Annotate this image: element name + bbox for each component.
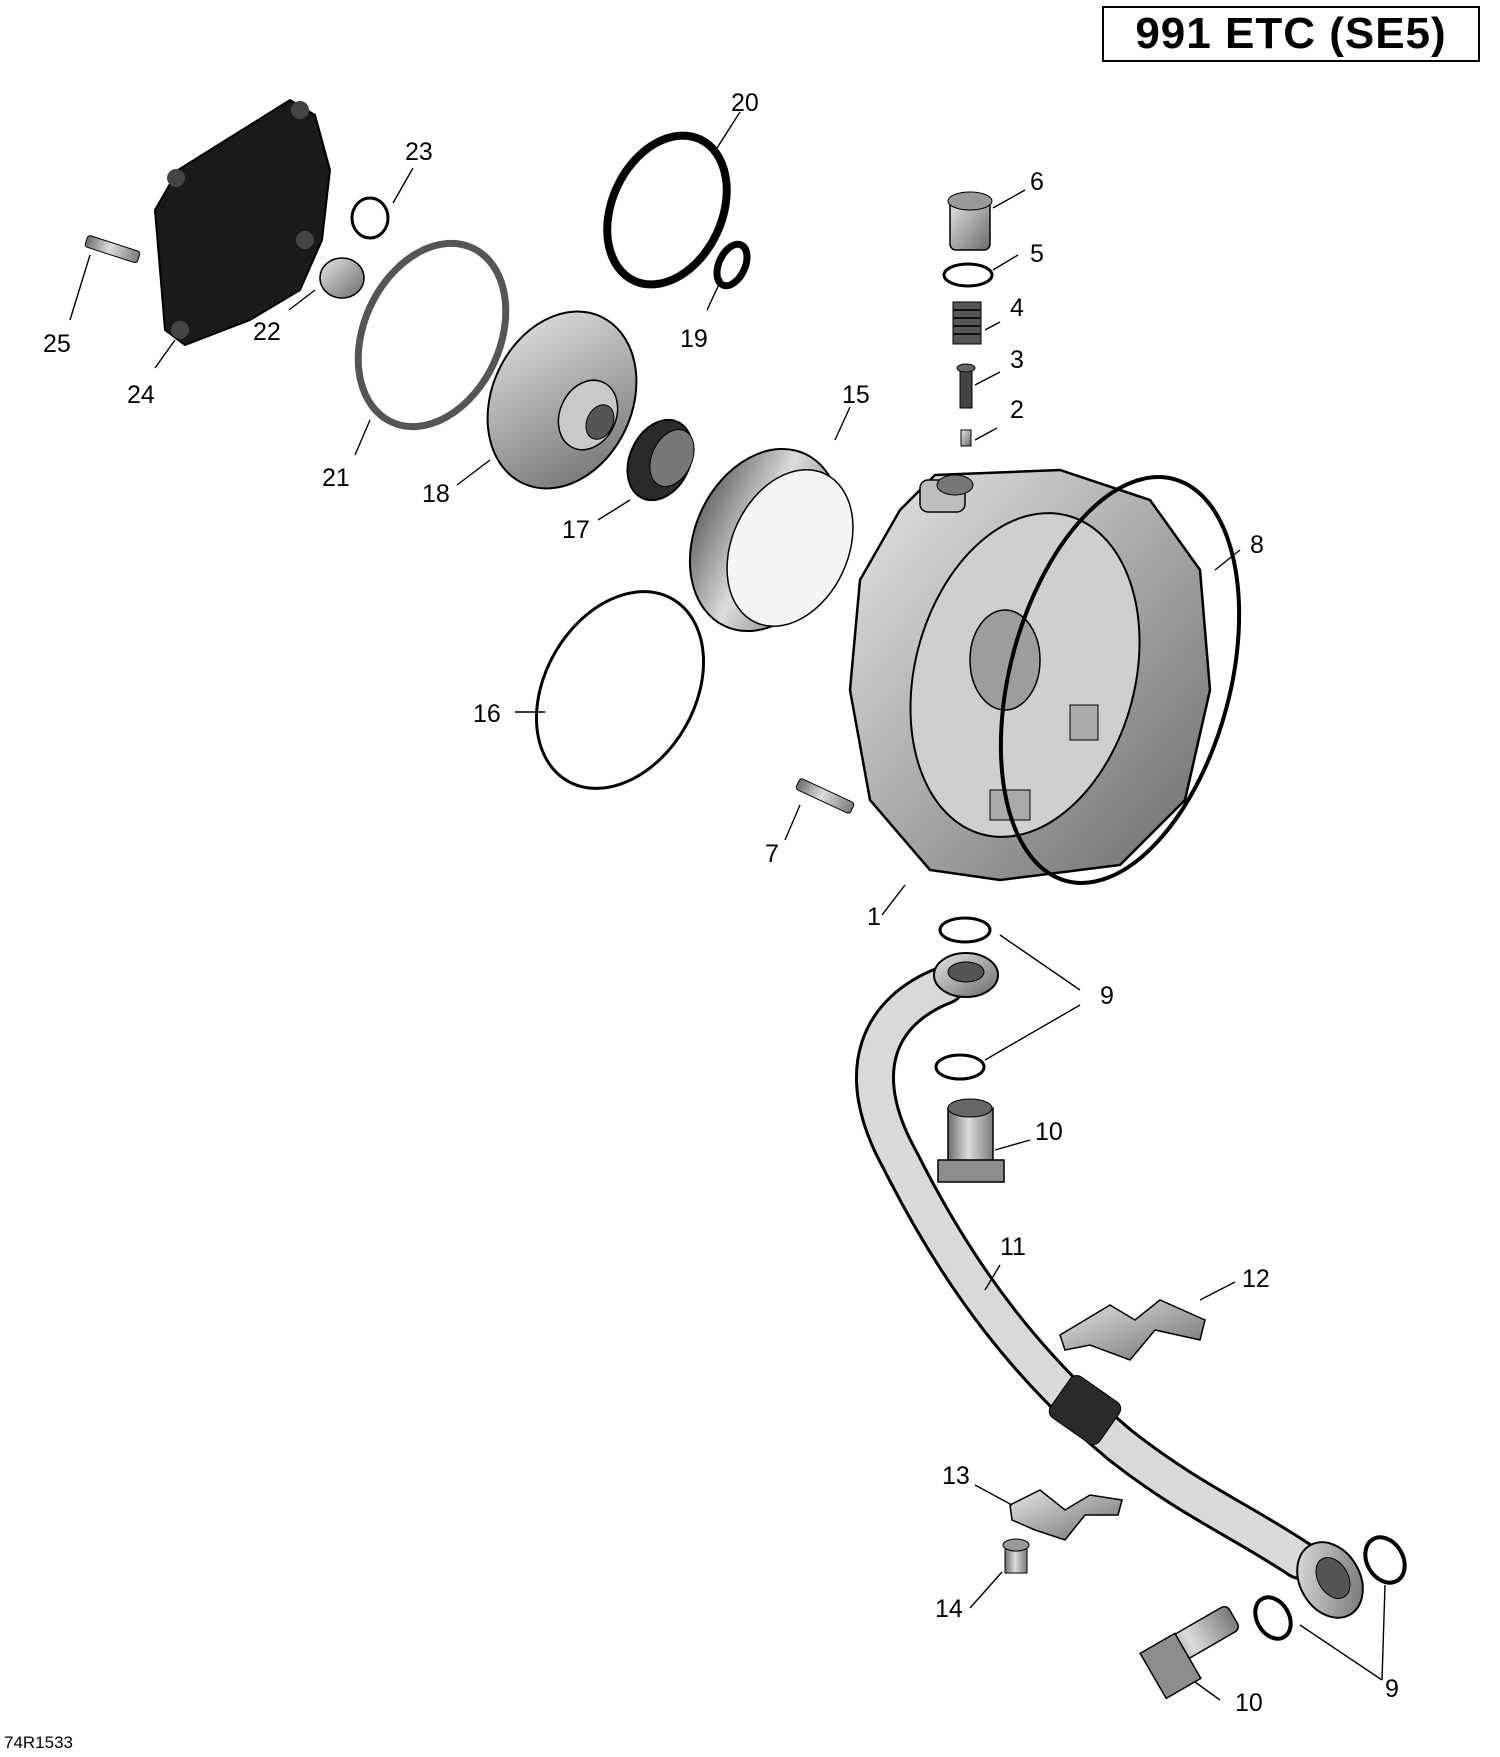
callout-5: 5: [1030, 240, 1044, 268]
part-25-bolt: [84, 235, 141, 264]
callout-17: 17: [562, 516, 590, 544]
callout-11: 11: [1000, 1233, 1026, 1261]
figure-code: 74R1533: [4, 1733, 74, 1752]
part-23-o-ring: [350, 196, 390, 240]
part-8-gasket: [998, 475, 1242, 885]
part-15-race-ring: [688, 447, 854, 633]
callout-10-upper: 10: [1035, 1118, 1063, 1146]
leader-lines: [69, 111, 1386, 1701]
callout-14: 14: [935, 1595, 963, 1623]
part-19-small-ring: [713, 240, 751, 290]
callout-labels: 1 2 3 4 5 6 7 8 9 9 10 10 11 12 13 14 15…: [43, 89, 1399, 1717]
part-5-washer: [942, 262, 994, 288]
callout-18: 18: [422, 480, 450, 508]
part-9-washer-mid: [934, 1053, 986, 1081]
callout-20: 20: [731, 89, 759, 117]
part-14-screw: [1002, 1538, 1030, 1574]
callout-10-lower: 10: [1235, 1689, 1263, 1717]
callout-2: 2: [1010, 396, 1024, 424]
part-6-plug: [947, 191, 993, 251]
part-13-clamp: [1009, 1489, 1123, 1541]
part-10-banjo-bolt-lower: [1139, 1605, 1240, 1700]
part-7-bolt: [795, 778, 855, 814]
part-12-bracket: [1059, 1299, 1206, 1361]
part-10-banjo-bolt-upper: [937, 1098, 1005, 1183]
callout-22: 22: [253, 318, 281, 346]
part-22-cap: [319, 257, 365, 299]
part-9-washer-upper: [938, 916, 992, 944]
callout-3: 3: [1010, 346, 1024, 374]
part-21-retaining-ring: [354, 239, 510, 431]
part-24-cover-plate: [153, 98, 332, 347]
callout-7: 7: [765, 840, 779, 868]
part-9-washer-lower-right: [1363, 1535, 1407, 1585]
callout-9-upper: 9: [1100, 982, 1114, 1010]
callout-1: 1: [867, 903, 881, 931]
callout-4: 4: [1010, 294, 1024, 322]
part-16-thin-o-ring: [534, 590, 706, 790]
callout-15: 15: [842, 381, 870, 409]
callout-24: 24: [127, 381, 155, 409]
part-9-washer-lower-left: [1253, 1595, 1293, 1641]
part-17-sleeve: [626, 418, 695, 502]
part-2-jet: [960, 429, 972, 447]
callout-23: 23: [405, 138, 433, 166]
callout-25: 25: [43, 330, 71, 358]
model-label: 991 ETC (SE5): [1102, 6, 1480, 62]
part-3-valve-pin: [956, 363, 976, 409]
part-1-housing: [848, 468, 1212, 882]
callout-9-lower: 9: [1385, 1675, 1399, 1703]
part-11-oil-line: [855, 952, 1364, 1619]
callout-19: 19: [680, 325, 708, 353]
part-20-large-o-ring: [603, 131, 731, 289]
part-4-spring: [952, 301, 982, 345]
callout-6: 6: [1030, 168, 1044, 196]
callout-16: 16: [473, 700, 501, 728]
callout-8: 8: [1250, 531, 1264, 559]
callout-13: 13: [942, 1462, 970, 1490]
part-18-pulley: [486, 310, 638, 490]
callout-21: 21: [322, 464, 350, 492]
callout-12: 12: [1242, 1265, 1270, 1293]
